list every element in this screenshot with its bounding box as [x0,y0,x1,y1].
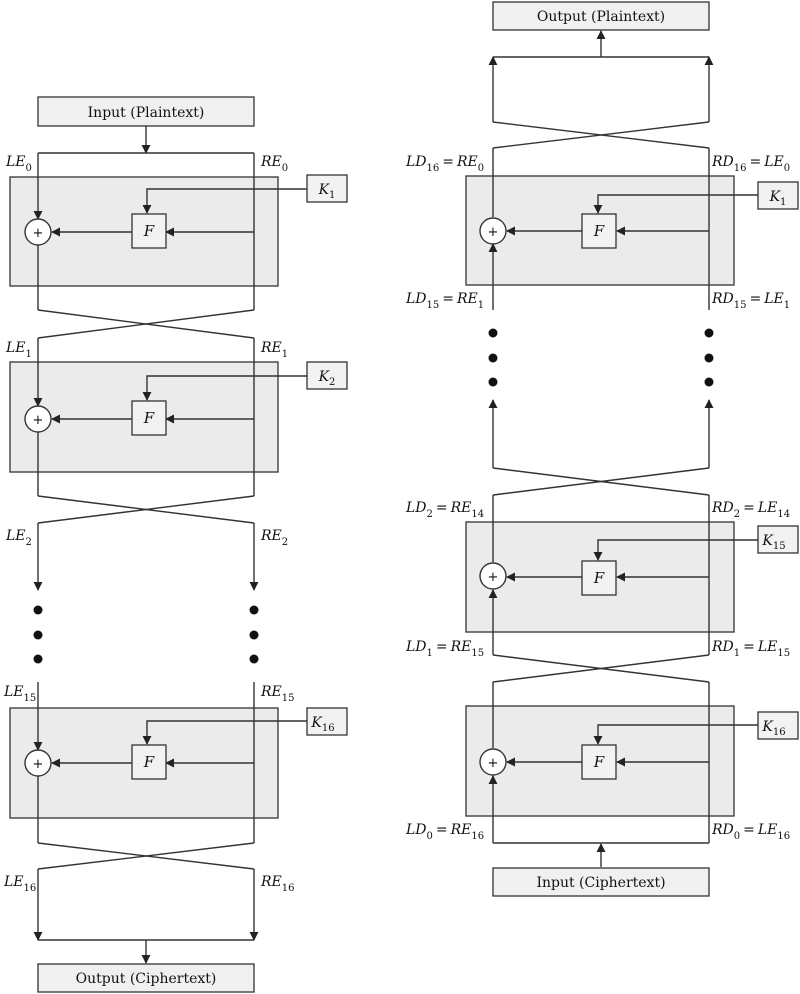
enc-key-box-k16 [306,707,348,736]
enc-f-box-r2 [131,400,167,436]
dec-key-k1: K1 [769,189,787,208]
dec-key-arrow-k16 [593,724,758,745]
enc-f-label-r1: F [143,222,155,240]
dec-cross-low-b [492,654,710,683]
dec-label-rd16: RD16=LE0 [711,154,790,174]
enc-label-le1: LE1 [5,340,32,360]
enc-f-box-r16 [131,744,167,780]
enc-label-re0: RE0 [260,154,288,174]
enc-cross2-b [37,495,255,524]
enc-label-re1: RE1 [260,340,288,360]
dec-key-box-k16 [757,711,799,740]
dec-key-box-k1 [757,181,799,210]
dec-xor-plus-k16: + [488,756,499,771]
enc-key-k2: K2 [318,369,336,388]
enc-label-le0: LE0 [5,154,32,174]
dec-xor-plus-k15: + [488,570,499,585]
dec-key-box-k15 [757,525,799,554]
dec-input-box [492,867,710,897]
dec-key-k16: K16 [761,719,785,738]
dec-xor-plus-k1: + [488,225,499,240]
dec-cross-mid-b [492,467,710,496]
dec-f-label-k16: F [593,753,605,771]
dec-label-rd15: RD15=LE1 [711,291,790,311]
enc-xor-r1 [24,218,52,246]
encryption-side: Input (Plaintext) F + K1 F + K2 [3,96,348,993]
dec-label-ld15: LD15=RE1 [405,291,484,311]
dec-ellipsis-dot [704,353,714,363]
dec-output-label: Output (Plaintext) [537,9,665,25]
dec-label-rd1: RD1=LE15 [711,639,790,659]
dec-key-arrow-k15 [593,539,758,561]
dec-output-box [492,1,710,31]
enc-key-arrow-k2 [142,375,307,401]
enc-ellipsis-dot [249,630,259,640]
enc-label-re2: RE2 [260,528,288,548]
enc-ellipsis-dot [33,654,43,664]
enc-label-re16: RE16 [260,874,295,894]
enc-ellipsis-dot [33,630,43,640]
dec-f-label-k15: F [593,569,605,587]
enc-xor-r2 [24,405,52,433]
enc-ellipsis-dot [249,605,259,615]
enc-label-le2: LE2 [5,528,32,548]
enc-label-le16: LE16 [3,874,36,894]
enc-output-label: Output (Ciphertext) [76,971,217,987]
enc-f-label-r16: F [143,753,155,771]
dec-label-ld0: LD0=RE16 [405,822,484,842]
dec-f-label-k1: F [593,222,605,240]
dec-input-label: Input (Ciphertext) [536,875,665,891]
enc-input-label: Input (Plaintext) [88,105,205,121]
dec-ellipsis-dot [704,328,714,338]
dec-key-k15: K15 [761,533,785,552]
dec-f-box-k16 [581,744,617,780]
dec-ellipsis-dot [488,328,498,338]
enc-xor-r16 [24,749,52,777]
enc-key-k1: K1 [318,182,336,201]
dec-f-box-k15 [581,560,617,596]
dec-label-ld1: LD1=RE15 [405,639,484,659]
dec-xor-k16 [479,748,507,776]
enc-key-arrow-k1 [142,188,307,214]
dec-ellipsis-dot [704,377,714,387]
enc-ellipsis-dot [33,605,43,615]
enc-xor-plus-r1: + [33,226,44,241]
dec-label-ld16: LD16=RE0 [405,154,484,174]
enc-f-box-r1 [131,213,167,249]
enc-key-k16: K16 [310,715,334,734]
enc-output-box [37,963,255,993]
dec-label-ld2: LD2=RE14 [405,500,484,520]
enc-cross1-b [37,309,255,339]
decryption-side: Output (Plaintext) F + K1 [405,1,799,897]
enc-cross16-b [37,842,255,870]
dec-label-rd2: RD2=LE14 [711,500,790,520]
enc-label-re15: RE15 [260,684,295,704]
enc-ellipsis-dot [249,654,259,664]
dec-f-box-k1 [581,213,617,249]
enc-key-arrow-k16 [142,720,307,745]
dec-ellipsis-dot [488,353,498,363]
enc-xor-plus-r16: + [33,757,44,772]
dec-label-rd0: RD0=LE16 [711,822,790,842]
dec-cross-top-b [492,121,710,149]
dec-key-arrow-k1 [593,194,758,214]
dec-xor-k1 [479,217,507,245]
dec-ellipsis-dot [488,377,498,387]
enc-input-box [37,96,255,127]
enc-f-label-r2: F [143,409,155,427]
enc-label-le15: LE15 [3,684,36,704]
enc-xor-plus-r2: + [33,413,44,428]
dec-xor-k15 [479,562,507,590]
